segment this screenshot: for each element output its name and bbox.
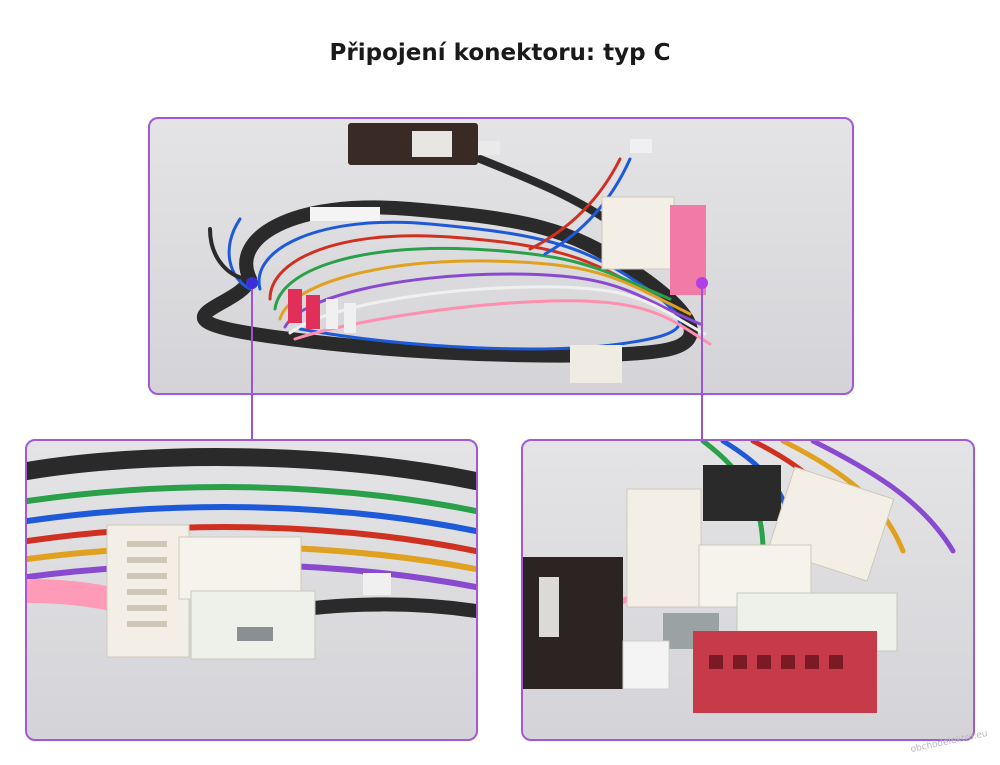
small-white-plug <box>622 640 670 690</box>
left-callout-line <box>251 283 253 439</box>
small-white-plug <box>630 139 652 153</box>
right-callout-marker <box>696 277 708 289</box>
red-connector <box>693 631 877 713</box>
white-connector-tall <box>626 488 702 608</box>
rca-plugs <box>288 289 356 333</box>
white-connectors-closeup-photo <box>25 439 478 741</box>
white-connector-vertical <box>106 524 190 658</box>
page-title: Připojení konektoru: typ C <box>329 40 671 66</box>
right-callout-line <box>701 283 703 439</box>
harness-overview-photo <box>148 117 854 395</box>
white-connector-bottom <box>570 345 622 383</box>
left-callout-marker <box>246 277 258 289</box>
white-connector-top <box>178 536 302 600</box>
label-tag <box>310 207 380 221</box>
white-connector-main <box>601 196 675 270</box>
black-module <box>523 557 623 689</box>
black-connector <box>703 465 781 521</box>
red-connectors-closeup-photo <box>521 439 975 741</box>
interface-module <box>348 123 500 165</box>
small-white-plug <box>363 573 391 595</box>
white-connector-bottom <box>190 590 316 660</box>
